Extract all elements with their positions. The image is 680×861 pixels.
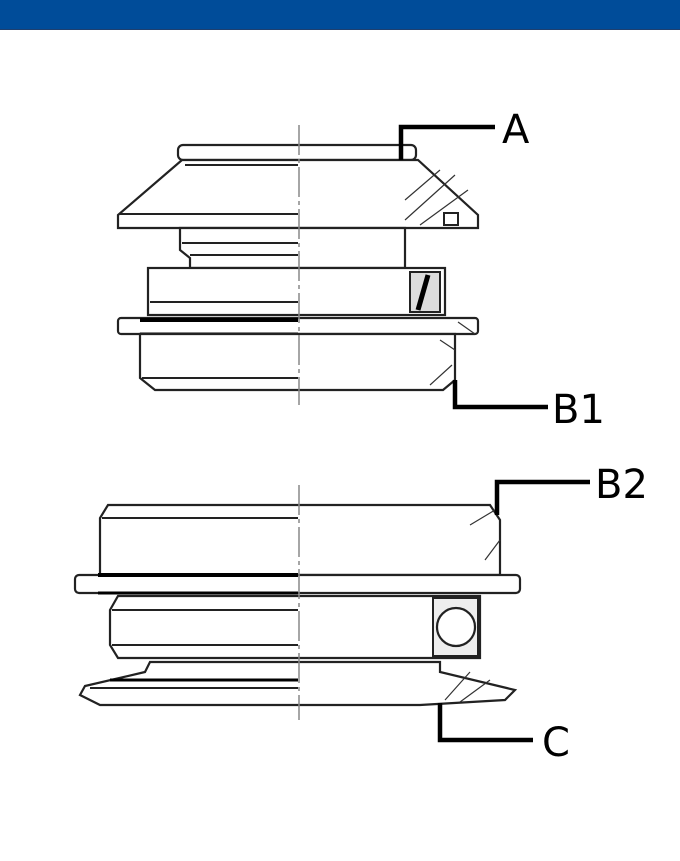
top-cover-cone [116,158,480,230]
leader-line [452,380,548,410]
hatching [469,509,501,561]
lower-cup-flange [73,573,522,595]
leader-line [398,124,495,160]
callout-label: B2 [595,462,648,508]
bearing-ball [435,606,477,648]
leader-line [437,703,533,743]
upper-headset-assembly [116,143,480,392]
callout-b1: B1 [452,380,605,433]
lower-headset-assembly [73,503,522,707]
upper-cup [138,332,457,392]
leader-line [494,479,590,515]
callout-label: C [542,720,570,766]
callout-b2: B2 [494,462,648,515]
hatching [444,671,491,703]
header-bar [0,0,680,30]
crown-race [78,660,518,707]
spacer [178,226,407,270]
top-cap [176,143,418,162]
callout-c: C [437,703,570,766]
hatching [429,321,476,386]
callout-label: B1 [552,387,605,433]
lower-bearing [108,594,482,660]
upper-bearing [146,266,447,317]
callout-label: A [502,107,530,153]
callout-a: A [398,107,530,160]
hatching [404,169,469,226]
lower-cup [98,503,502,577]
